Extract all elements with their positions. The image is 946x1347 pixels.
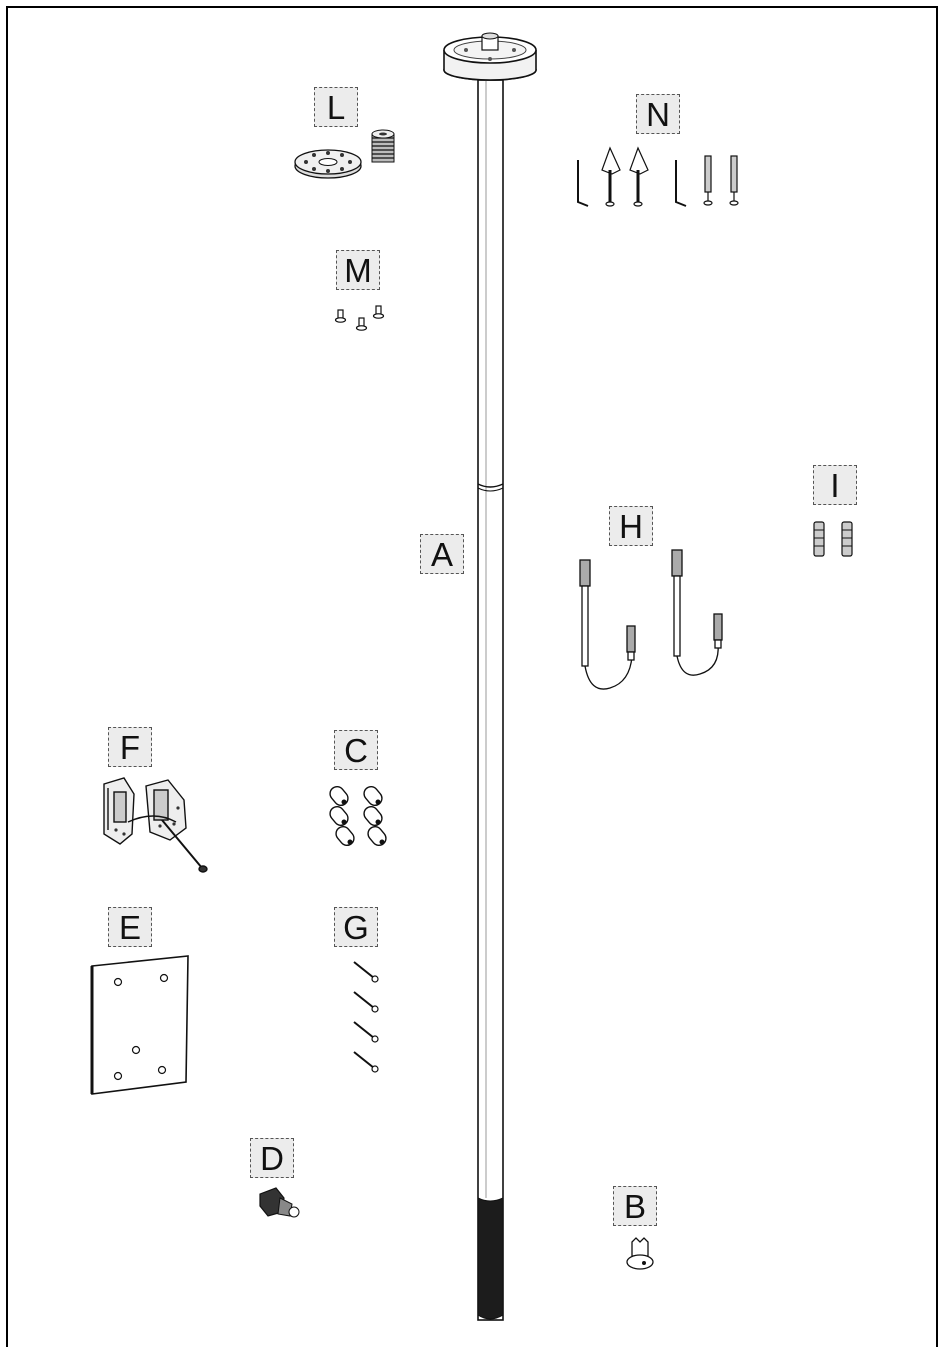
label-H: H — [609, 506, 653, 546]
part-i-connectors — [813, 521, 853, 557]
part-g-screws — [353, 961, 379, 1073]
label-A: A — [420, 534, 464, 574]
part-n-anchors — [577, 146, 739, 207]
label-G: G — [334, 907, 378, 947]
label-E: E — [108, 907, 152, 947]
diagram-frame — [6, 6, 938, 1347]
label-M: M — [336, 250, 380, 290]
part-f-brackets — [103, 777, 208, 873]
part-c-spacers — [329, 786, 387, 846]
label-B: B — [613, 1186, 657, 1226]
part-b-knob — [626, 1237, 654, 1270]
label-N: N — [636, 94, 680, 134]
part-a-pole — [443, 32, 537, 1321]
part-m-screws — [334, 305, 385, 331]
label-D: D — [250, 1138, 294, 1178]
part-h-cables — [579, 549, 723, 690]
label-F: F — [108, 727, 152, 767]
part-l-flange — [294, 129, 395, 179]
label-I: I — [813, 465, 857, 505]
part-e-plate — [90, 955, 189, 1095]
part-d-gland — [259, 1187, 300, 1218]
label-C: C — [334, 730, 378, 770]
label-L: L — [314, 87, 358, 127]
